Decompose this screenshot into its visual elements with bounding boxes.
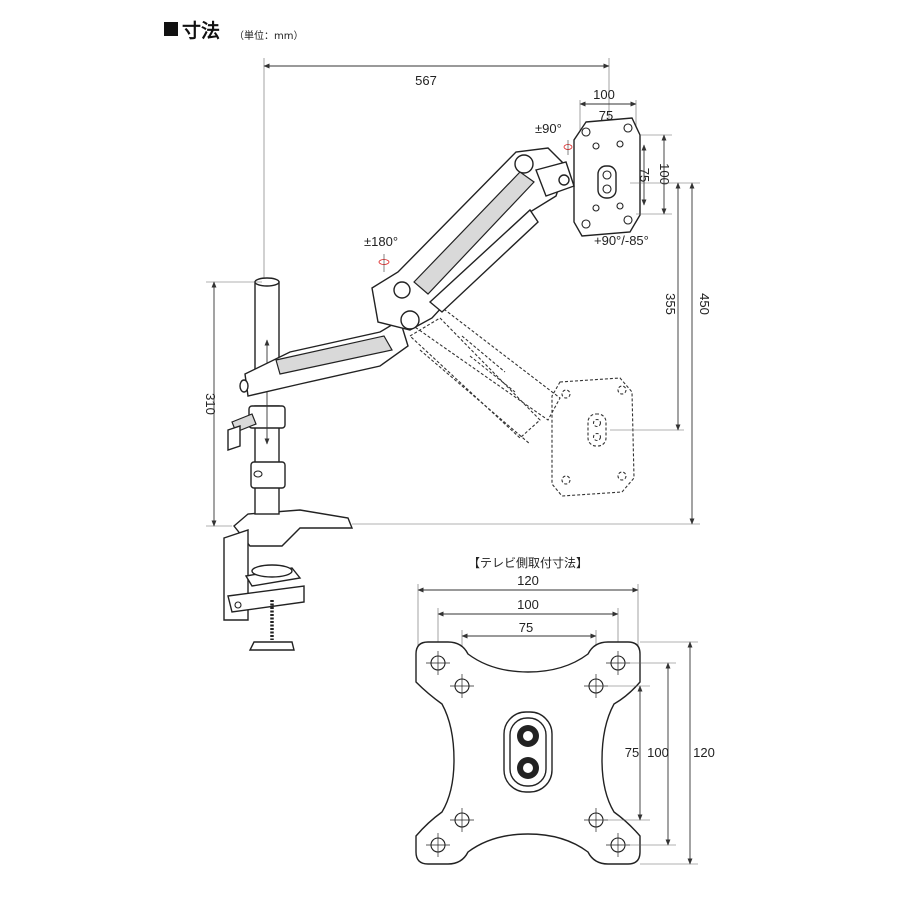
unit-note: （単位：mm） [234,29,303,42]
pole-height-dimension: 310 [203,281,262,527]
pole-height-label: 310 [203,393,218,415]
swivel-angle: ±90° [535,121,573,155]
desk-clamp-base [223,509,354,651]
arm-rotate-angle-label: ±180° [364,234,398,249]
arm-rotate-angle: ±180° [364,234,398,272]
upper-vesa-plate [573,117,641,237]
plate-height-dims: 100 75 [636,134,672,215]
vesa-height-75-label: 75 [625,745,639,760]
swivel-angle-label: ±90° [535,121,562,136]
title-square-icon [164,22,178,36]
lowered-arm-ghost [400,299,635,497]
vesa-width-75-label: 75 [519,620,533,635]
plate-height-75-label: 75 [637,168,652,182]
vesa-mount-plate [415,641,641,865]
reach-label: 567 [415,73,437,88]
support-pole [227,277,286,515]
vesa-plate-caption: 【テレビ側取付寸法】 [468,556,588,570]
reach-dimension: 567 [263,58,610,282]
plate-width-100-label: 100 [593,87,615,102]
plate-height-100-label: 100 [657,163,672,185]
vesa-height-120-label: 120 [693,745,715,760]
page-title: 寸法 [182,19,220,42]
vesa-height-100-label: 100 [647,745,669,760]
vesa-width-100-label: 100 [517,597,539,612]
height-dimensions: 355 450 [352,182,712,525]
tilt-angle-label: +90°/-85° [594,233,649,248]
total-height-label: 450 [697,293,712,315]
vesa-width-120-label: 120 [517,573,539,588]
vesa-height-dims: 75 100 120 [600,641,715,865]
vesa-height-label: 355 [663,293,678,315]
upper-arm-segment [371,147,575,331]
lower-arm-segment [239,318,409,397]
